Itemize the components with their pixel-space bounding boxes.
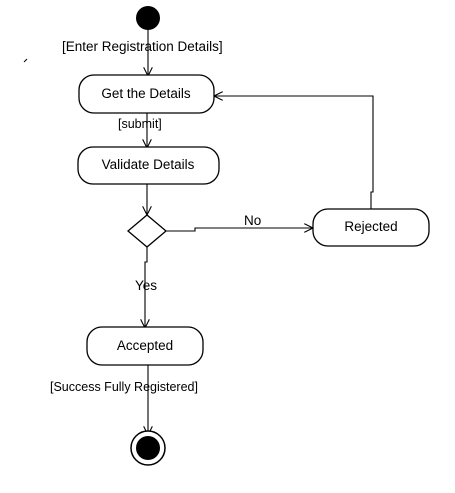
activity-rejected-label: Rejected xyxy=(344,219,397,234)
final-node xyxy=(130,430,166,466)
activity-get-details-label: Get the Details xyxy=(101,86,191,101)
decision-node xyxy=(126,214,168,248)
edge-decision-to-accepted xyxy=(145,247,147,328)
edge-decision-to-rejected xyxy=(166,228,313,231)
stray-mark xyxy=(23,58,28,63)
guard-no: No xyxy=(244,213,261,228)
guard-yes: Yes xyxy=(135,278,157,293)
activity-validate-details-label: Validate Details xyxy=(102,157,195,172)
activity-accepted-label: Accepted xyxy=(117,338,173,353)
activity-accepted xyxy=(86,326,204,366)
guard-enter-registration: [Enter Registration Details] xyxy=(62,39,223,54)
initial-node xyxy=(136,6,160,30)
activity-validate-details xyxy=(77,146,220,185)
guard-success-registered: [Success Fully Registered] xyxy=(50,380,198,394)
edge-rejected-to-get-details xyxy=(214,96,374,209)
guard-submit: [submit] xyxy=(118,117,162,131)
